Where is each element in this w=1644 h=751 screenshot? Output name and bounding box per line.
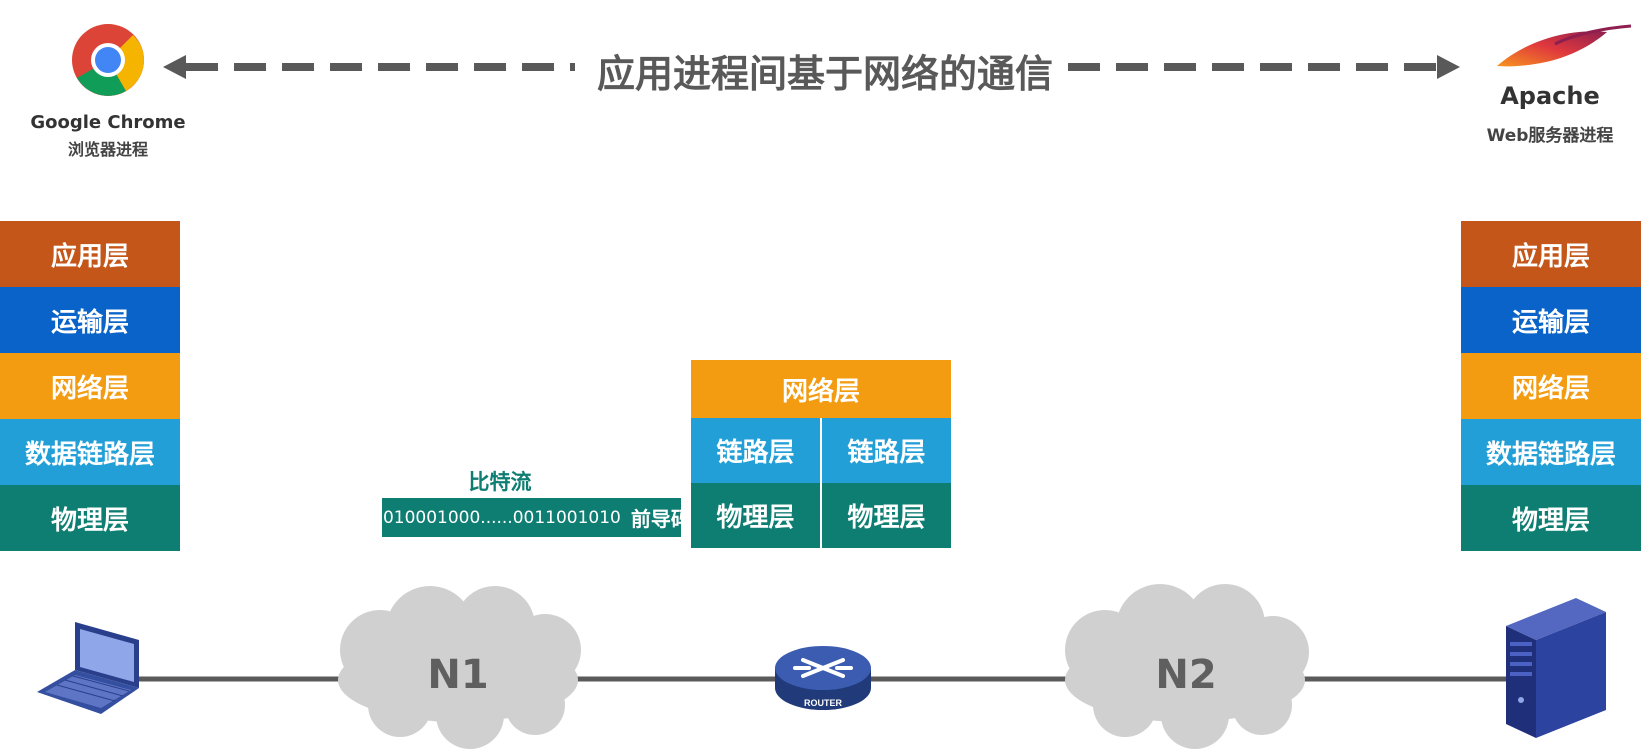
client-application-layer: 应用层 (0, 221, 180, 287)
server-layer-stack: 应用层 运输层 网络层 数据链路层 物理层 (1461, 221, 1641, 551)
communication-arrow (163, 55, 1460, 79)
bitstream-bits: 1010001000......0011001010 (372, 507, 621, 528)
router-link-layer-right: 链路层 (822, 418, 951, 483)
laptop-icon (37, 622, 139, 714)
cloud-n2 (1065, 584, 1309, 749)
client-network-layer: 网络层 (0, 353, 180, 419)
server-network-layer: 网络层 (1461, 353, 1641, 419)
router-icon: ROUTER (775, 646, 871, 710)
server-desc: Web服务器进程 (1486, 126, 1614, 146)
network-n1-label: N1 (427, 652, 489, 698)
client-datalink-layer: 数据链路层 (0, 419, 180, 485)
router-link-layer-left: 链路层 (691, 418, 820, 483)
cloud-n1 (338, 586, 581, 749)
server-application-layer: 应用层 (1461, 221, 1641, 287)
server-icon (1506, 598, 1606, 738)
client-desc: 浏览器进程 (67, 140, 148, 159)
client-layer-stack: 应用层 运输层 网络层 数据链路层 物理层 (0, 221, 180, 551)
bitstream-label: 比特流 (468, 470, 532, 494)
bitstream-box: 1010001000......0011001010 前导码 (372, 498, 691, 537)
router-physical-layer-right: 物理层 (822, 483, 951, 548)
server-physical-layer: 物理层 (1461, 485, 1641, 551)
router-label: ROUTER (804, 698, 843, 708)
router-physical-layer-left: 物理层 (691, 483, 820, 548)
network-n2-label: N2 (1155, 652, 1217, 698)
diagram-title: 应用进程间基于网络的通信 (596, 51, 1053, 96)
bitstream-preamble: 前导码 (630, 507, 691, 531)
server-name: Apache (1500, 82, 1600, 110)
server-transport-layer: 运输层 (1461, 287, 1641, 353)
server-datalink-layer: 数据链路层 (1461, 419, 1641, 485)
client-physical-layer: 物理层 (0, 485, 180, 551)
apache-feather-icon (1497, 24, 1632, 67)
router-network-layer: 网络层 (691, 360, 951, 418)
router-layer-stack: 网络层 链路层 链路层 物理层 物理层 (691, 360, 951, 548)
client-name: Google Chrome (30, 112, 186, 133)
chrome-logo-icon (72, 24, 144, 96)
client-transport-layer: 运输层 (0, 287, 180, 353)
